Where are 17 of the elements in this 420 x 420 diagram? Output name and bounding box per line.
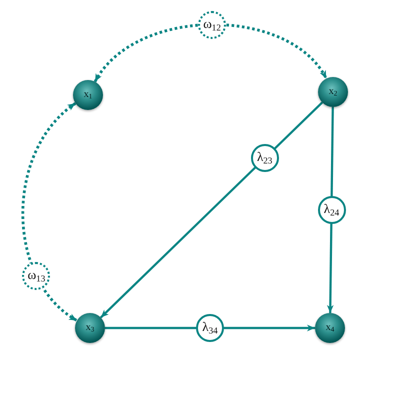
edge-label: λ$_{34}$ xyxy=(196,314,224,342)
dotted-arrow xyxy=(94,23,328,83)
edge-label: ω$_{12}$ xyxy=(198,10,226,39)
edge-label: ω$_{13}$ xyxy=(22,262,50,290)
edge-label: λ$_{23}$ xyxy=(250,144,279,172)
edge-label: λ$_{24}$ xyxy=(318,196,346,224)
state-sphere xyxy=(318,77,348,107)
state-sphere xyxy=(75,313,105,343)
node-label: x$_{4}$ xyxy=(326,323,334,333)
state-sphere xyxy=(73,80,103,110)
node-label: x$_{1}$ xyxy=(84,90,92,100)
arrow xyxy=(105,324,315,332)
node-label: x$_{3}$ xyxy=(86,323,94,333)
node-label: x$_{2}$ xyxy=(328,87,338,97)
arrow xyxy=(100,102,323,318)
state-sphere xyxy=(315,313,345,343)
dotted-arrow xyxy=(21,102,78,322)
